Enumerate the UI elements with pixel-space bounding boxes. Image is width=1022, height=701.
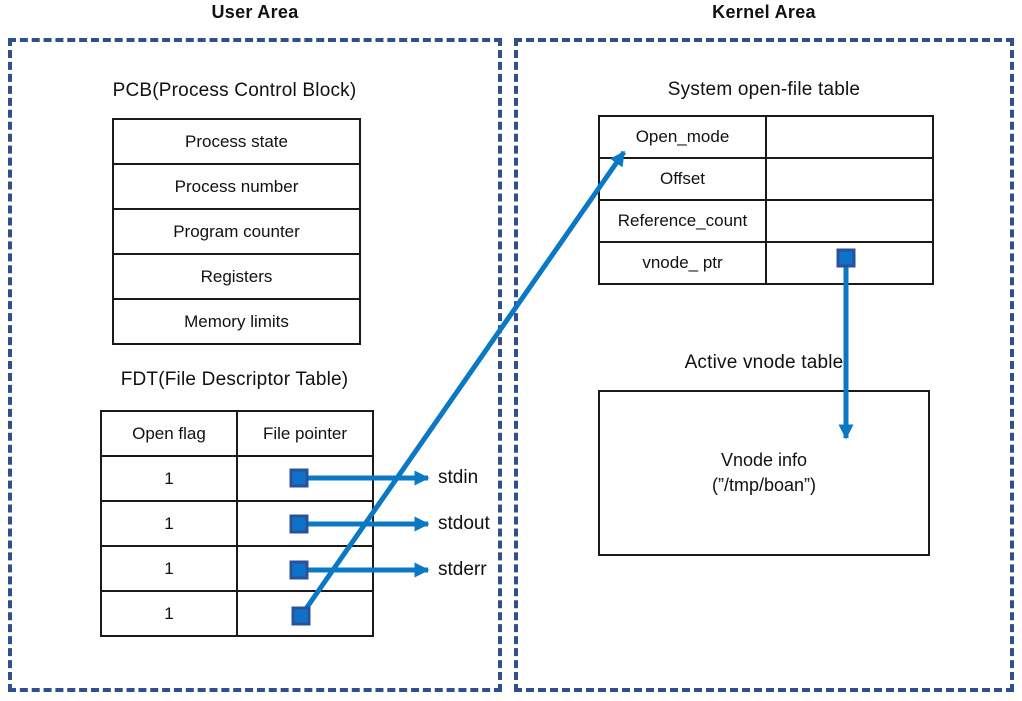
fdt-row-2: 1 [102,547,372,592]
stream-label-stdin: stdin [438,467,479,488]
open-file-table: Open_mode Offset Reference_count vnode_ … [598,115,934,285]
oft-label-reference-count: Reference_count [600,201,767,241]
vnode-info-line1: Vnode info [720,450,808,470]
pcb-row-memory-limits: Memory limits [184,311,289,331]
oft-label-vnode-ptr: vnode_ ptr [600,243,767,283]
oft-row-reference-count: Reference_count [600,201,932,243]
oft-label-open-mode: Open_mode [600,117,767,157]
fdt-title: FDT(File Descriptor Table) [120,369,349,390]
oft-row-open-mode: Open_mode [600,117,932,159]
kernel-area-title: Kernel Area [712,2,816,22]
fdt-file-pointer-1 [238,502,372,545]
fdt-header-file-pointer: File pointer [262,423,348,443]
fdt-file-pointer-2 [238,547,372,590]
fdt-file-pointer-0 [238,457,372,500]
pcb-row-program-counter: Program counter [114,210,359,255]
oft-value-reference-count [767,201,932,241]
fdt-open-flag-1: 1 [102,502,238,545]
fdt-open-flag-0: 1 [102,457,238,500]
pcb-table: Process state Process number Program cou… [112,118,361,345]
oft-label-offset: Offset [600,159,767,199]
fdt-table: Open flag File pointer 1 1 1 1 [100,410,374,637]
pcb-row-registers: Registers [114,255,359,300]
stream-label-stdout: stdout [438,513,490,534]
fdt-open-flag-2: 1 [102,547,238,590]
vnode-info-box: Vnode info (”/tmp/boan”) [598,390,930,556]
pcb-title: PCB(Process Control Block) [112,80,357,101]
oft-row-vnode-ptr: vnode_ ptr [600,243,932,283]
fdt-open-flag-3: 1 [102,592,238,635]
fdt-header-row: Open flag File pointer [102,412,372,457]
active-vnode-table-title: Active vnode table [684,352,844,373]
vnode-info-line2: (”/tmp/boan”) [711,475,817,495]
pcb-row-process-state: Process state [114,120,359,165]
fdt-header-open-flag: Open flag [102,412,238,455]
oft-value-offset [767,159,932,199]
oft-row-offset: Offset [600,159,932,201]
stream-label-stderr: stderr [438,559,487,580]
fdt-row-0: 1 [102,457,372,502]
fdt-row-3: 1 [102,592,372,635]
user-area-title: User Area [211,2,299,22]
pcb-row-process-number: Process number [114,165,359,210]
open-file-table-title: System open-file table [667,79,861,100]
oft-value-vnode-ptr [767,243,932,283]
fdt-file-pointer-3 [238,592,372,635]
oft-value-open-mode [767,117,932,157]
fdt-row-1: 1 [102,502,372,547]
